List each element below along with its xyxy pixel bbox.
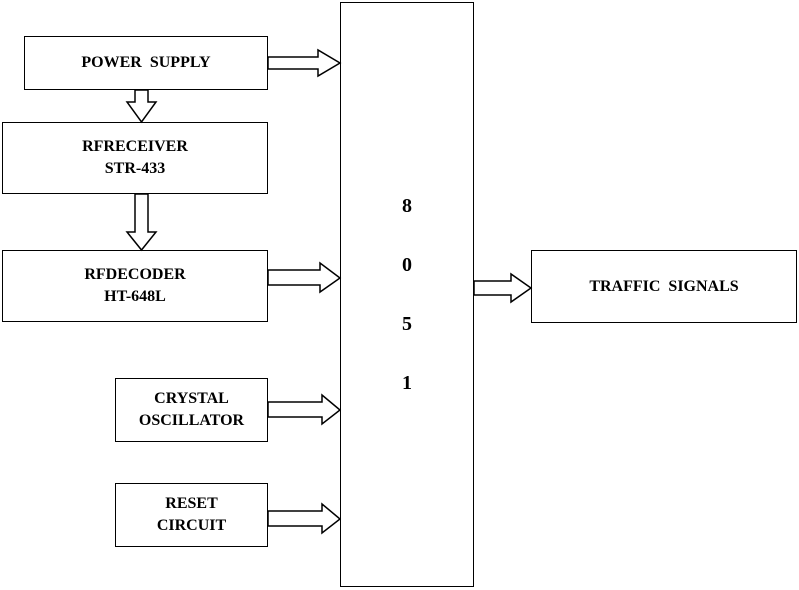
crystal-oscillator-line2: OSCILLATOR: [138, 412, 245, 429]
power-supply-block: POWER SUPPLY: [24, 36, 268, 90]
arrow-reset-to-mcu: [267, 502, 342, 535]
rf-decoder-block: RFDECODER HT-648L: [2, 250, 268, 322]
microcontroller-label: 8 0 5 1: [340, 196, 474, 432]
microcontroller-digit: 8: [402, 195, 412, 217]
traffic-signals-label: TRAFFIC SIGNALS: [589, 277, 739, 295]
traffic-signals-block: TRAFFIC SIGNALS: [531, 250, 797, 323]
arrow-receiver-to-decoder: [125, 193, 158, 252]
rf-receiver-part-number: STR-433: [104, 160, 166, 177]
arrow-mcu-to-traffic: [473, 272, 533, 304]
microcontroller-digit: 1: [402, 372, 412, 394]
reset-circuit-line2: CIRCUIT: [156, 517, 227, 534]
microcontroller-digit: 5: [402, 313, 412, 335]
crystal-oscillator-block: CRYSTAL OSCILLATOR: [115, 378, 268, 442]
arrow-power-to-receiver: [125, 89, 158, 124]
reset-circuit-block: RESET CIRCUIT: [115, 483, 268, 547]
arrow-crystal-to-mcu: [267, 393, 342, 426]
arrow-power-to-mcu: [267, 48, 342, 78]
microcontroller-digit: 0: [402, 254, 412, 276]
reset-circuit-line1: RESET: [165, 495, 218, 512]
rf-decoder-part-number: HT-648L: [104, 288, 166, 305]
microcontroller-8051-block: [340, 2, 474, 587]
rf-decoder-label: RFDECODER: [84, 266, 186, 283]
crystal-oscillator-line1: CRYSTAL: [154, 390, 229, 407]
rf-receiver-label: RFRECEIVER: [82, 138, 188, 155]
rf-receiver-block: RFRECEIVER STR-433: [2, 122, 268, 194]
arrow-decoder-to-mcu: [267, 261, 342, 294]
power-supply-label: POWER SUPPLY: [81, 54, 211, 71]
